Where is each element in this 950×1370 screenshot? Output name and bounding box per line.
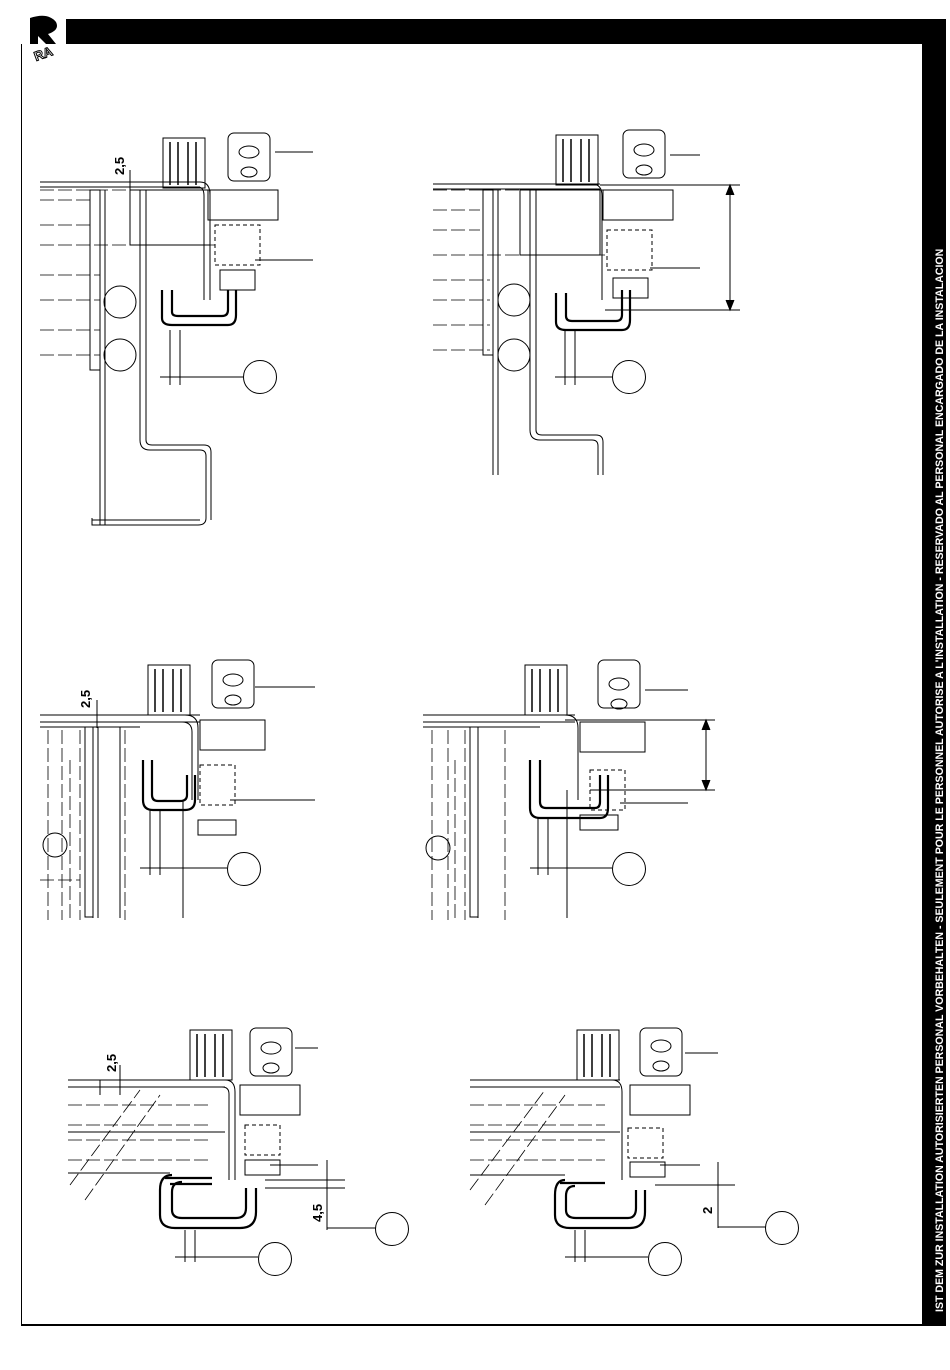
callout-circle-icon xyxy=(648,1242,682,1276)
dimension-label-3: 2,5 xyxy=(78,690,93,708)
dimension-label-6b: 2 xyxy=(700,1207,715,1214)
detail-4 xyxy=(423,660,715,920)
detail-1 xyxy=(40,133,313,525)
callout-circle-icon xyxy=(243,360,277,394)
dimension-label-1: 2,5 xyxy=(112,157,127,175)
callout-circle-icon xyxy=(258,1242,292,1276)
callout-circle-icon xyxy=(612,852,646,886)
dimension-label-5b: 4,5 xyxy=(310,1204,325,1222)
callout-circle-icon xyxy=(765,1211,799,1245)
callout-circle-icon xyxy=(227,852,261,886)
detail-2 xyxy=(433,130,740,475)
detail-6 xyxy=(470,1028,768,1262)
callout-circle-icon xyxy=(612,360,646,394)
dimension-label-5: 2,5 xyxy=(104,1054,119,1072)
callout-circle-icon xyxy=(375,1212,409,1246)
